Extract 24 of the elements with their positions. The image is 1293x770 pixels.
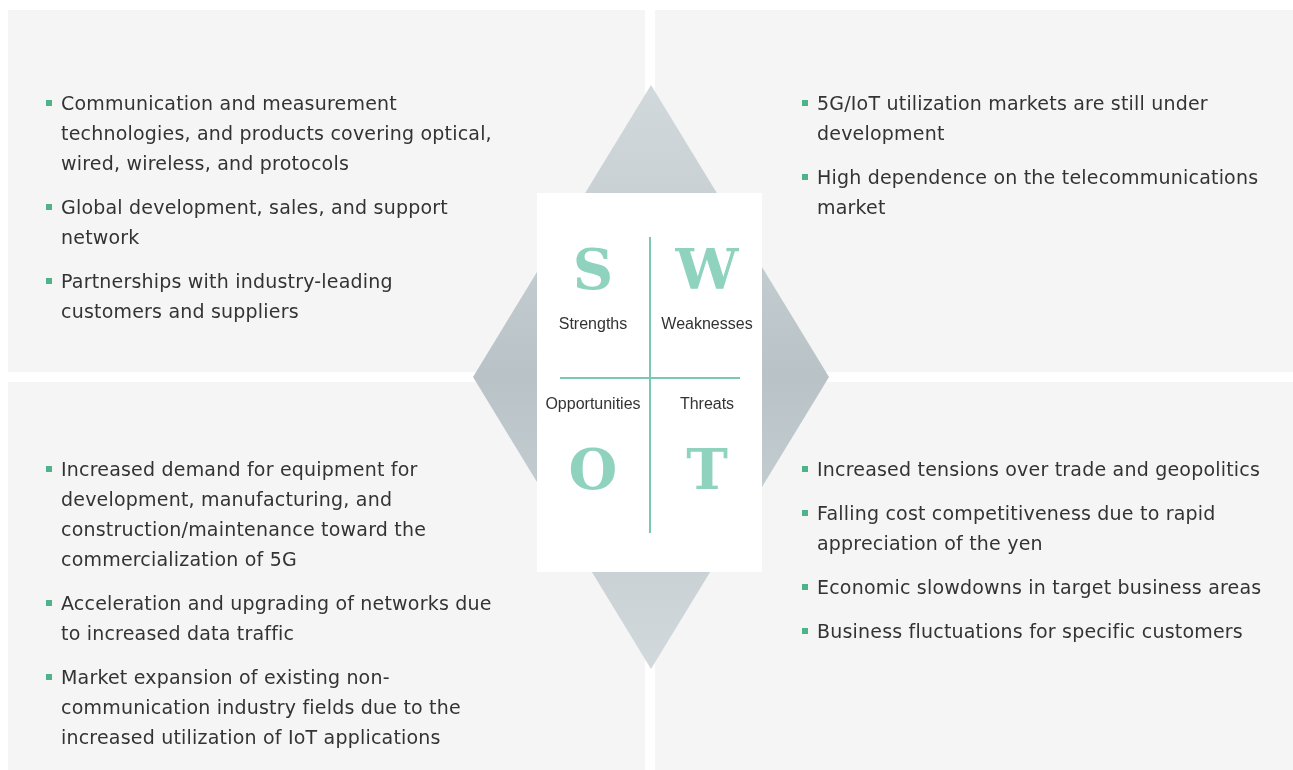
quadrant-label: Weaknesses — [661, 314, 753, 334]
list-item-text: Economic slowdowns in target business areas — [817, 575, 1262, 600]
swot-letter: O — [568, 437, 618, 501]
quadrant-panel — [655, 10, 1293, 372]
quadrant-panel — [8, 10, 645, 372]
quadrant-label: Threats — [679, 394, 735, 414]
quadrant-panel — [655, 382, 1293, 770]
swot-letter: W — [675, 237, 739, 301]
list-item-text: Market expansion of existing non-communication industry fields due to the increased utilization of IoT applications — [61, 665, 462, 750]
quadrant-label: Strengths — [558, 314, 628, 334]
list-item-text: High dependence on the telecommunications market — [817, 165, 1260, 220]
list-item-text: Increased tensions over trade and geopolitics — [817, 457, 1261, 482]
list-item-text: 5G/IoT utilization markets are still under development — [817, 91, 1209, 146]
list-item-text: Increased demand for equipment for development, manufacturing, and construction/maintenance toward the commercialization of 5G — [61, 457, 428, 572]
quadrant-label: Opportunities — [545, 394, 641, 414]
list-item-text: Global development, sales, and support network — [61, 195, 449, 250]
list-item-text: Partnerships with industry-leading customers and suppliers — [61, 269, 394, 324]
quadrant-panel — [8, 382, 645, 770]
swot-letter: S — [572, 237, 614, 301]
list-item-text: Falling cost competitiveness due to rapid appreciation of the yen — [817, 501, 1217, 556]
list-item-text: Acceleration and upgrading of networks due to increased data traffic — [61, 591, 493, 646]
list-item-text: Business fluctuations for specific customers — [817, 619, 1243, 644]
list-item-text: Communication and measurement technologies, and products covering optical, wired, wireless, and protocols — [61, 91, 493, 176]
swot-letter: T — [686, 437, 728, 501]
